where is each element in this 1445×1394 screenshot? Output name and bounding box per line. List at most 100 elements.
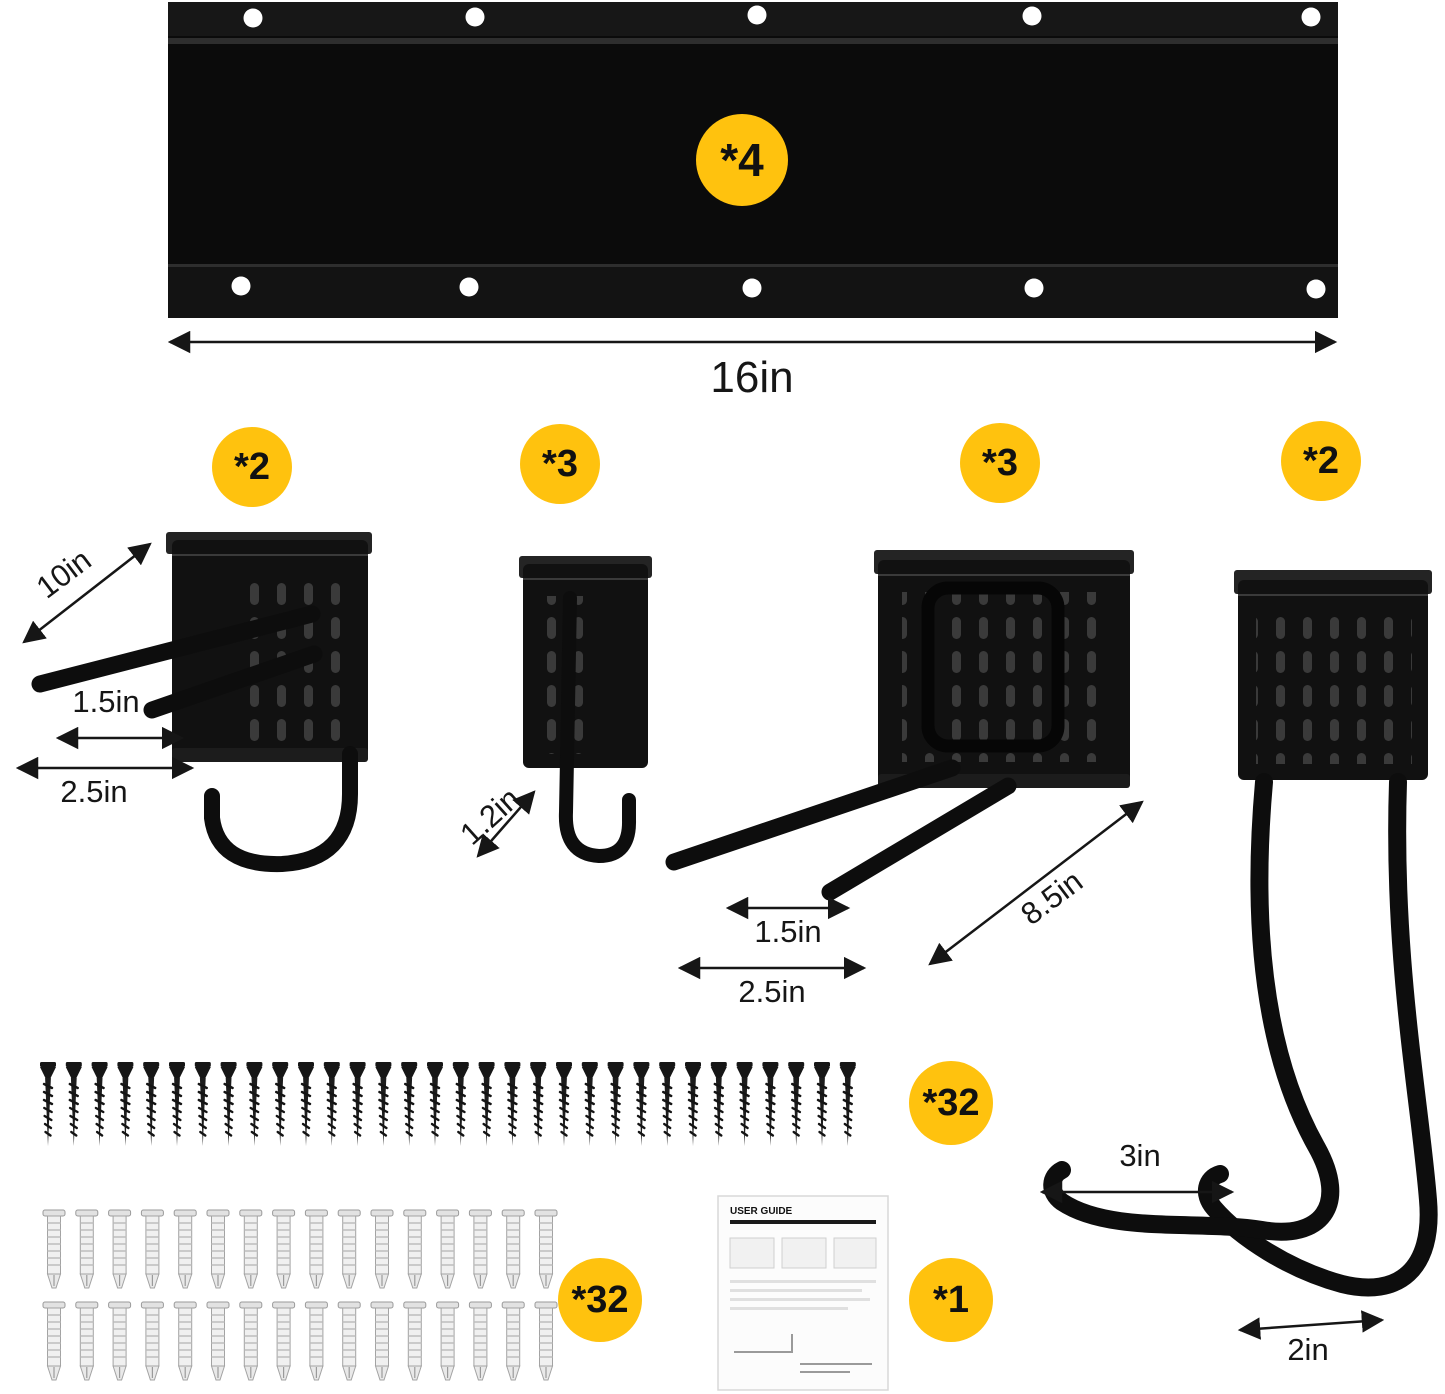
wall-anchor-icon — [304, 1209, 329, 1289]
screw-icon — [245, 1060, 264, 1148]
hook1-qty-badge: *2 — [212, 427, 292, 507]
user-guide-figures — [729, 1237, 877, 1269]
badge-label: *32 — [922, 1082, 979, 1124]
dim-label-16in: 16in — [710, 353, 793, 402]
badge-label: *3 — [542, 443, 578, 485]
screw-icon — [167, 1060, 187, 1148]
hook3-bracket-loop — [921, 581, 1065, 753]
screw-icon — [812, 1060, 832, 1148]
user-guide-rule — [730, 1220, 876, 1224]
wall-anchor-icon — [403, 1301, 427, 1381]
badge-label: *3 — [982, 442, 1018, 484]
wall-anchor-icon — [75, 1209, 99, 1289]
dim-arrow-2in — [1237, 1310, 1385, 1340]
wall-anchor-icon — [501, 1209, 525, 1289]
dim-arrow-10in — [22, 542, 152, 644]
dim-label-2-5in: 2.5in — [60, 774, 127, 809]
badge-circle — [212, 427, 292, 507]
dim-arrow-1-2in — [476, 790, 536, 858]
anchors-qty-badge: *32 — [558, 1258, 642, 1342]
hook2-dimensions: 1.2in — [453, 781, 536, 858]
hook1-edge-highlight — [172, 554, 368, 556]
wall-anchor-icon — [107, 1209, 132, 1289]
wall-anchor-icon — [271, 1301, 296, 1381]
screw-icon — [271, 1060, 290, 1148]
hook-double-depth — [31, 532, 372, 873]
screw-icon — [296, 1060, 316, 1148]
wall-anchor-icon — [435, 1301, 460, 1381]
hook3-edge-highlight — [878, 574, 1130, 576]
screw-icon — [580, 1060, 599, 1148]
wall-anchor-icon — [468, 1301, 493, 1381]
screw-icon — [658, 1060, 677, 1148]
rail-ridge-line — [168, 38, 1338, 44]
wall-anchor-icon — [140, 1301, 165, 1381]
wall-anchor-icon — [534, 1301, 558, 1381]
hook-double-long — [665, 550, 1134, 901]
hook3-qty-badge: *3 — [960, 423, 1040, 503]
wall-anchor-icon — [42, 1209, 66, 1289]
hook4-loop-arm-front — [1043, 773, 1340, 1241]
hook4-loop-arm-rear — [1197, 773, 1438, 1297]
wall-anchor-icon — [173, 1301, 197, 1381]
hook3-prong-upper — [665, 759, 961, 871]
screw-icon — [477, 1060, 496, 1148]
wall-anchor-icon — [239, 1301, 263, 1381]
dim-label-1-5in: 1.5in — [72, 684, 139, 719]
screw-icon — [606, 1060, 625, 1148]
hook2-edge-highlight — [523, 578, 648, 580]
wall-anchor-icon — [271, 1209, 296, 1289]
user-guide-text-lines — [730, 1280, 876, 1310]
screw-icon — [529, 1060, 548, 1148]
screw-icon — [400, 1060, 419, 1148]
dim-label-2in: 2in — [1287, 1332, 1328, 1367]
badge-label: *2 — [1303, 440, 1339, 482]
wall-anchor-icon — [337, 1209, 361, 1289]
user-guide-paper — [717, 1195, 889, 1391]
dim-label-10in: 10in — [30, 542, 98, 605]
hook4-edge-highlight — [1238, 594, 1428, 596]
screw-icon — [219, 1060, 238, 1148]
screw-icon — [503, 1060, 522, 1148]
badge-circle — [520, 424, 600, 504]
rail-ridge-line-2 — [168, 264, 1338, 267]
wall-anchor-icon — [173, 1209, 197, 1289]
wall-anchor-icon — [468, 1209, 493, 1289]
screw-icon — [90, 1060, 109, 1148]
rail-qty-badge: *4 — [696, 114, 788, 206]
badge-circle — [909, 1061, 993, 1145]
dim-label-1-5in-b: 1.5in — [754, 914, 821, 949]
rail-screw-holes-bottom — [231, 276, 1326, 299]
screw-icon — [735, 1060, 754, 1148]
wall-anchor-icon — [107, 1301, 132, 1381]
wall-anchor-icon — [206, 1209, 230, 1289]
hook1-bottom-j-hook — [204, 746, 358, 873]
screw-icon — [64, 1060, 84, 1148]
screw-icon — [322, 1060, 341, 1148]
hook4-grip-ridges — [1256, 612, 1412, 764]
screw-icon — [787, 1060, 806, 1148]
screw-icon — [709, 1060, 728, 1148]
screw-icon — [632, 1060, 651, 1148]
wall-anchor-icon — [403, 1209, 427, 1289]
user-guide-qty-badge: *1 — [909, 1258, 993, 1342]
wall-anchor-icon — [75, 1301, 99, 1381]
badge-circle — [960, 423, 1040, 503]
dim-label-8-5in: 8.5in — [1014, 863, 1089, 931]
badge-label: *1 — [933, 1279, 969, 1321]
wall-anchor-icon — [534, 1209, 558, 1289]
wall-anchor-icon — [435, 1209, 460, 1289]
screw-icon — [761, 1060, 780, 1148]
rail-screw-holes-top — [243, 5, 1321, 28]
hook1-prong-upper — [31, 605, 321, 693]
rail-length-dimension: 16in — [167, 330, 1338, 402]
badge-circle — [558, 1258, 642, 1342]
hook-j — [519, 556, 652, 864]
wall-anchor-icon — [370, 1209, 394, 1289]
wall-anchor-icon — [239, 1209, 263, 1289]
screw-icon — [451, 1060, 470, 1148]
badge-label: *32 — [571, 1279, 628, 1321]
screw-icon — [838, 1060, 857, 1148]
screw-icon — [193, 1060, 213, 1148]
